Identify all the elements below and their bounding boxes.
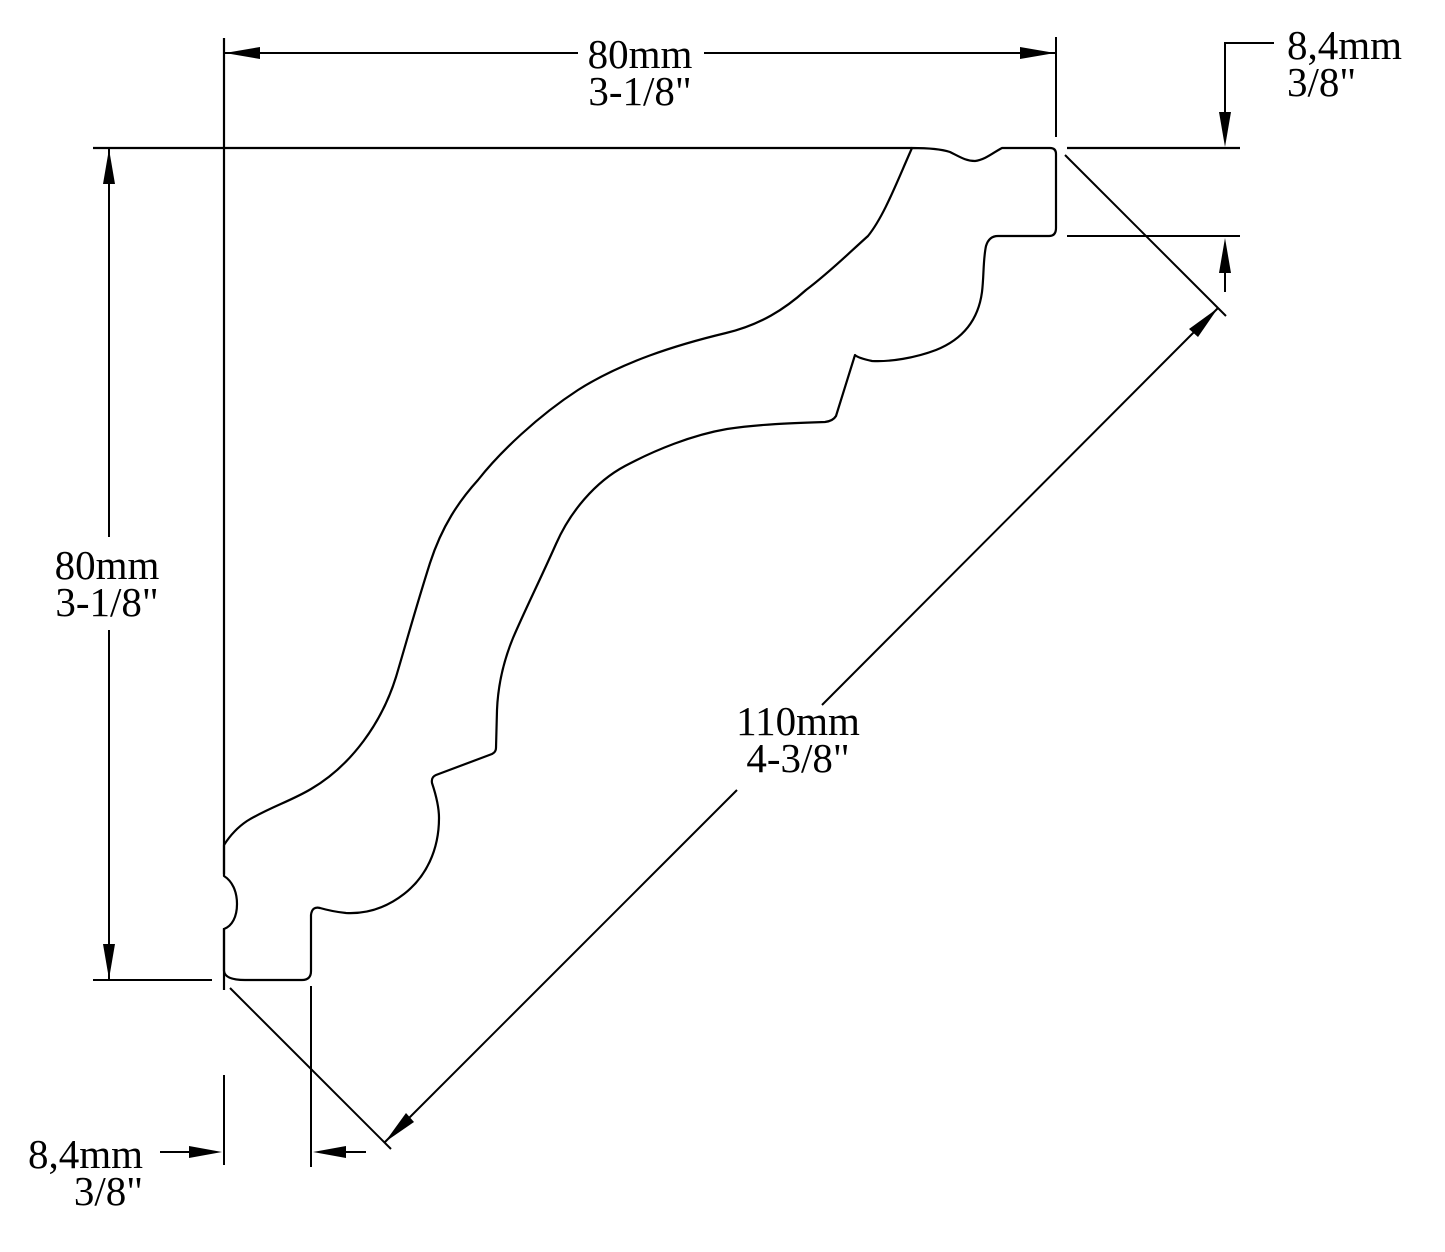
label-top-width-inch: 3-1/8" — [588, 68, 692, 114]
dim-bl-arrow-left-icon — [313, 1146, 346, 1158]
label-top-right-thickness-inch: 3/8" — [1287, 59, 1357, 105]
dim-tr-leader — [1224, 42, 1274, 130]
dim-tr-arrow-down-icon — [1219, 112, 1231, 147]
profile-outline — [222, 146, 1058, 982]
label-face-diagonal-inch: 4-3/8" — [746, 735, 850, 781]
label-bottom-left-thickness-inch: 3/8" — [73, 1168, 143, 1214]
dim-diag-line-lower — [384, 789, 738, 1143]
label-left-height-inch: 3-1/8" — [55, 579, 159, 625]
label-left-height-mm: 80mm — [54, 542, 160, 588]
dim-diag-line-upper — [821, 307, 1219, 706]
dim-tr-arrow-up-icon — [1219, 238, 1231, 273]
dim-diag-arrow-upper-icon — [1189, 308, 1218, 337]
dim-left-arrow-down-icon — [103, 944, 115, 979]
dim-top-arrow-right-icon — [1020, 47, 1055, 59]
dim-top-arrow-left-icon — [225, 47, 260, 59]
label-face-diagonal-mm: 110mm — [736, 698, 860, 744]
label-top-right-thickness-mm: 8,4mm — [1287, 22, 1403, 68]
dim-left-arrow-up-icon — [103, 149, 115, 184]
dim-diag-arrow-lower-icon — [385, 1113, 414, 1142]
dim-bl-arrow-right-icon — [189, 1146, 222, 1158]
label-top-width-mm: 80mm — [587, 31, 693, 77]
label-bottom-left-thickness-mm: 8,4mm — [27, 1131, 143, 1177]
